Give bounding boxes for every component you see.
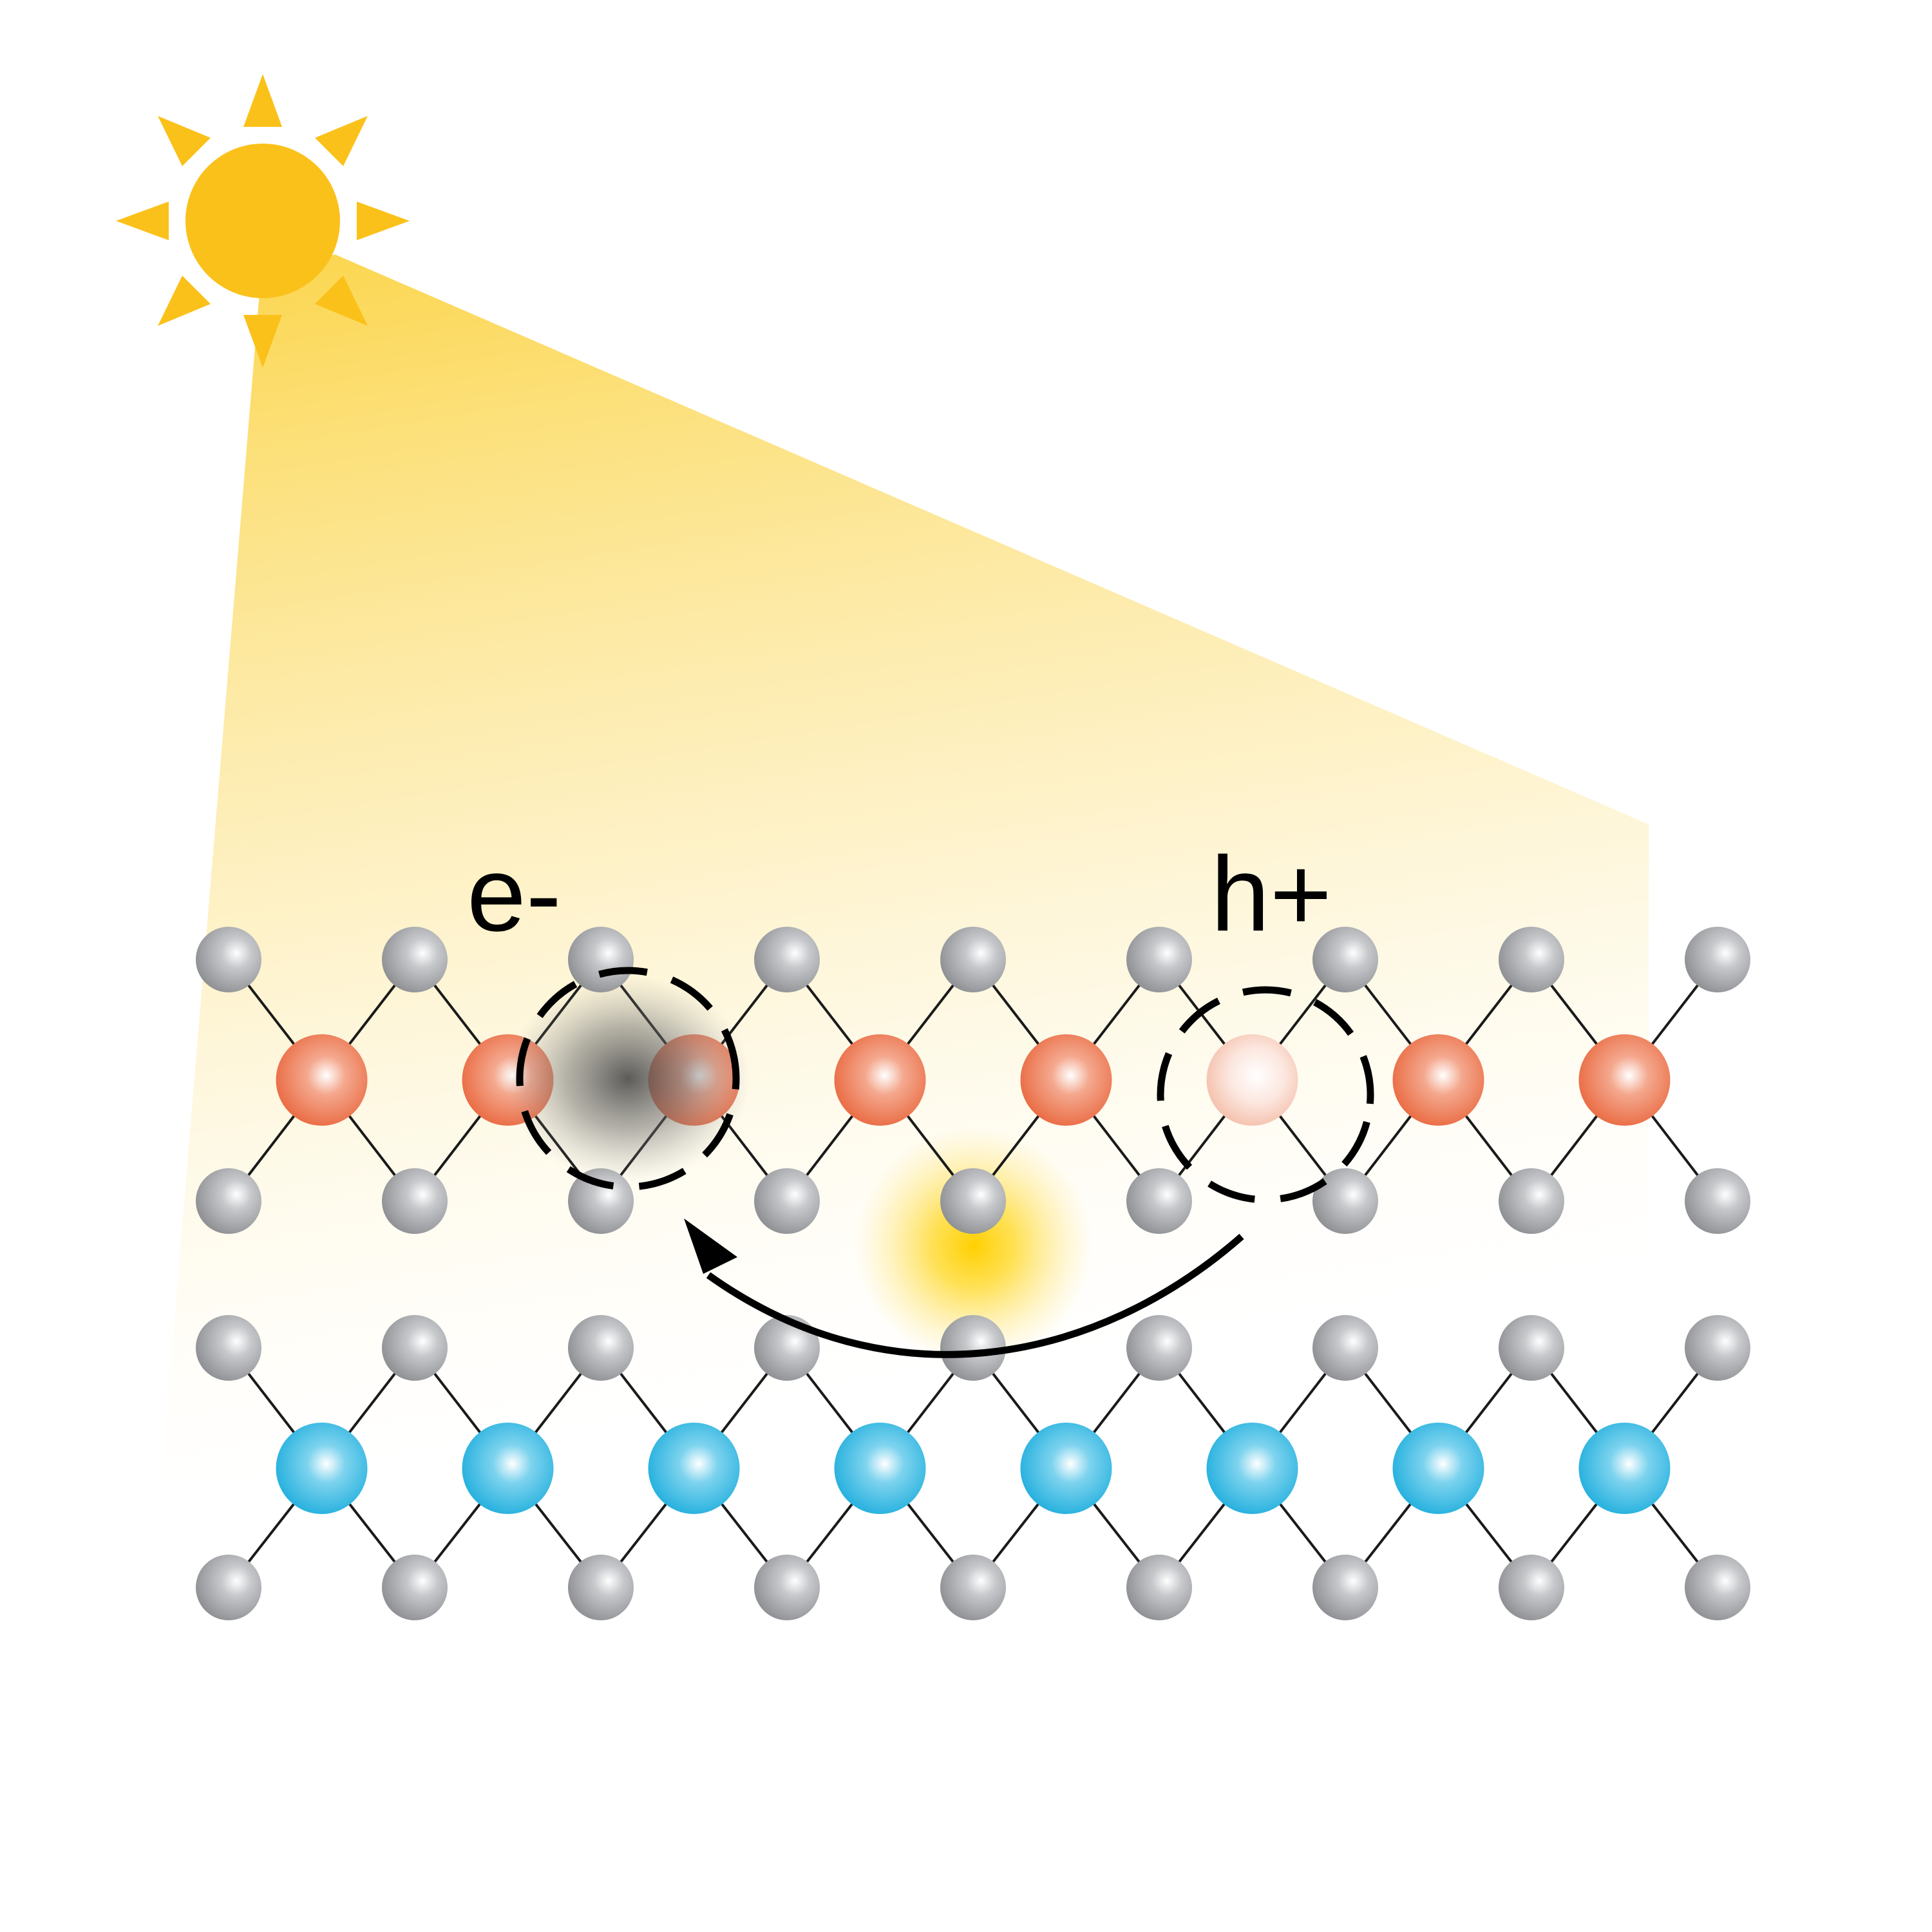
- lower-metal-atom: [1392, 1423, 1484, 1514]
- hole-label: h+: [1211, 835, 1332, 953]
- chalcogen-atom: [1685, 1168, 1750, 1234]
- chalcogen-atom: [754, 1555, 820, 1620]
- chalcogen-atom: [940, 1555, 1006, 1620]
- chalcogen-atom: [754, 927, 820, 992]
- chalcogen-atom: [568, 1315, 634, 1381]
- hole-dashed-circle: [1157, 986, 1374, 1204]
- sun-icon: [116, 74, 410, 368]
- chalcogen-atom: [1685, 1315, 1750, 1381]
- electron-label: e-: [467, 835, 562, 953]
- hole-atom: [1206, 1034, 1298, 1126]
- light-beam: [161, 254, 1649, 1481]
- chalcogen-atom: [196, 1555, 261, 1620]
- lower-metal-atom: [834, 1423, 926, 1514]
- upper-metal-atom: [1392, 1034, 1484, 1126]
- arrow-head: [684, 1218, 737, 1274]
- chalcogen-atom: [754, 1168, 820, 1234]
- exciton-glow: [855, 1127, 1093, 1365]
- chalcogen-atom: [1126, 927, 1192, 992]
- chalcogen-atom: [754, 1315, 820, 1381]
- chalcogen-atom: [568, 927, 634, 992]
- electron-dashed-circle: [516, 967, 740, 1191]
- chalcogen-atom: [382, 1315, 448, 1381]
- chalcogen-atom: [940, 927, 1006, 992]
- chalcogen-atom: [940, 1168, 1006, 1234]
- upper-metal-atom: [1020, 1034, 1112, 1126]
- lower-metal-atom: [1578, 1423, 1671, 1514]
- lower-metal-atom: [462, 1423, 554, 1514]
- chalcogen-atom: [1312, 1555, 1378, 1620]
- lower-metal-atom: [1206, 1423, 1298, 1514]
- upper-metal-atom: [1578, 1034, 1671, 1126]
- chalcogen-atom: [1126, 1168, 1192, 1234]
- lower-metal-atom: [648, 1423, 740, 1514]
- chalcogen-atom: [940, 1315, 1006, 1381]
- chalcogen-atom: [196, 927, 261, 992]
- chalcogen-atom: [1126, 1315, 1192, 1381]
- chalcogen-atom: [1312, 1315, 1378, 1381]
- charge-transfer-arrow: [706, 1233, 1244, 1358]
- chalcogen-atom: [1685, 1555, 1750, 1620]
- chalcogen-atom: [1685, 927, 1750, 992]
- chalcogen-atom: [196, 1315, 261, 1381]
- upper-metal-atom: [276, 1034, 368, 1126]
- electron-cloud: [506, 976, 750, 1182]
- chalcogen-atom: [196, 1168, 261, 1234]
- chalcogen-atom: [1499, 1555, 1564, 1620]
- chalcogen-atom: [1126, 1555, 1192, 1620]
- chalcogen-atom: [1312, 1168, 1378, 1234]
- lower-metal-atom: [276, 1423, 368, 1514]
- lower-metal-atom: [1020, 1423, 1112, 1514]
- chalcogen-atom: [1499, 1315, 1564, 1381]
- chalcogen-atom: [568, 1168, 634, 1234]
- chalcogen-atom: [382, 1555, 448, 1620]
- chalcogen-atom: [382, 927, 448, 992]
- upper-metal-atom: [834, 1034, 926, 1126]
- chalcogen-atom: [1499, 927, 1564, 992]
- chalcogen-atom: [568, 1555, 634, 1620]
- chalcogen-atom: [382, 1168, 448, 1234]
- chalcogen-atom: [1312, 927, 1378, 992]
- chalcogen-atom: [1499, 1168, 1564, 1234]
